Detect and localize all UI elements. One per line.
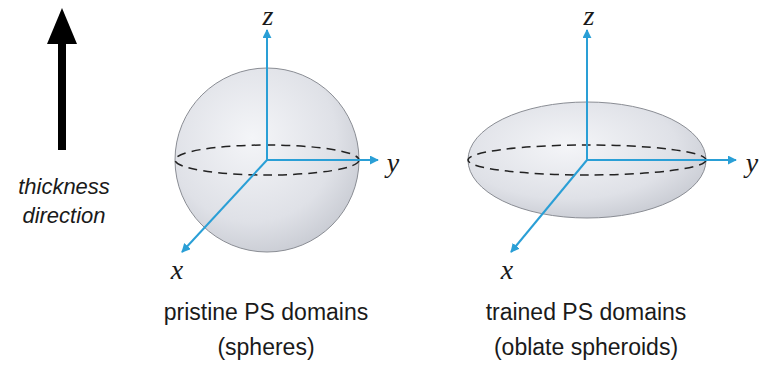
direction-label: thickness direction <box>2 172 126 230</box>
axes <box>182 30 378 252</box>
axis-label: x <box>171 256 183 284</box>
axis-label: x <box>501 256 513 284</box>
axis-label: y <box>387 149 399 177</box>
axis-label: z <box>584 2 595 30</box>
axes <box>511 30 736 252</box>
caption-label: trained PS domains (oblate spheroids) <box>451 295 721 365</box>
caption-label: pristine PS domains (spheres) <box>131 295 401 365</box>
axis-label: y <box>746 149 758 177</box>
axis-label: z <box>263 2 274 30</box>
thickness-arrow <box>47 8 77 150</box>
